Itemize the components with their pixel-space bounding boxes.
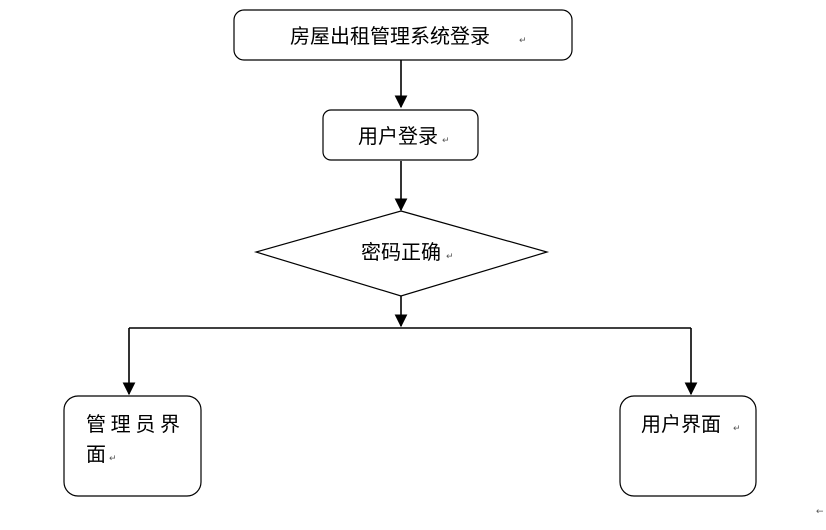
password-check-label: 密码正确 — [361, 240, 441, 264]
user-login-label: 用户登录 — [358, 124, 438, 148]
password-check-diamond — [253, 210, 550, 297]
corner-return-mark: ← — [816, 507, 824, 517]
paragraph-mark: ↵ — [446, 252, 454, 262]
user-interface-label: 用户界面 — [641, 412, 721, 436]
paragraph-mark: ↵ — [109, 454, 117, 464]
admin-interface-box — [63, 395, 202, 497]
node-user-interface: 用户界面 ↵ — [619, 395, 757, 497]
node-password-check: 密码正确 ↵ — [253, 210, 550, 297]
node-admin-interface: 管理员界 面 ↵ — [63, 395, 202, 497]
admin-interface-label-line2: 面 — [86, 442, 106, 466]
node-user-login: 用户登录 ↵ — [322, 109, 479, 161]
user-login-box — [322, 109, 479, 161]
paragraph-mark: ↵ — [519, 36, 527, 46]
system-login-box — [233, 9, 573, 61]
system-login-label: 房屋出租管理系统登录 — [290, 24, 490, 48]
edges — [122, 60, 698, 396]
user-interface-box — [619, 395, 757, 497]
node-system-login: 房屋出租管理系统登录 ↵ — [233, 9, 573, 61]
paragraph-mark: ↵ — [442, 136, 450, 146]
paragraph-mark: ↵ — [733, 424, 741, 434]
